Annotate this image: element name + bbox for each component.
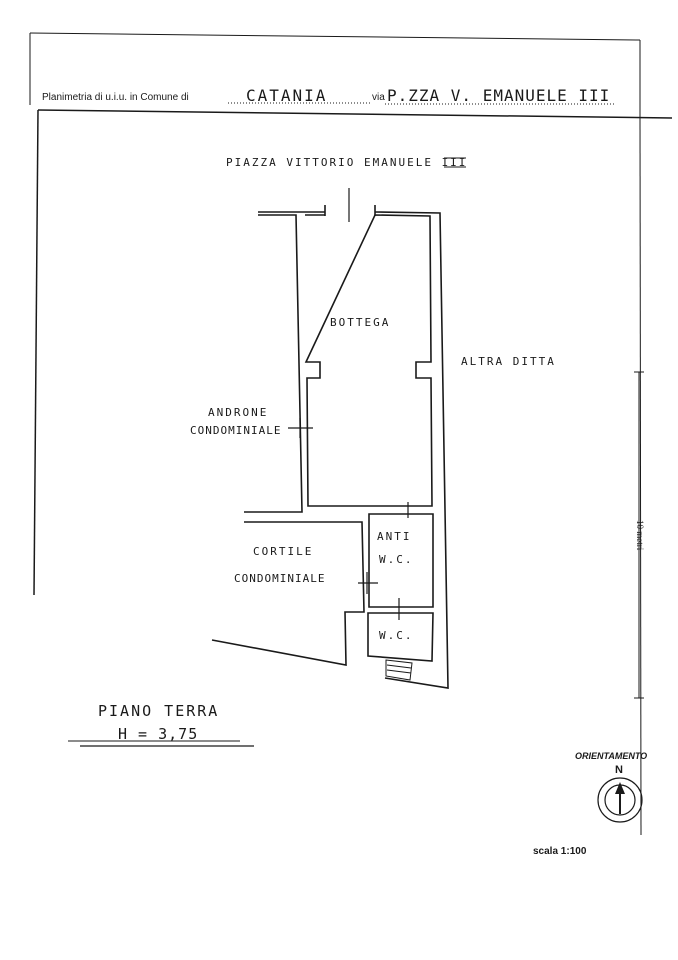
room-cortile-line2: CONDOMINIALE xyxy=(234,572,326,585)
scale-label: scala 1:100 xyxy=(533,846,587,857)
floor-label: PIANO TERRA xyxy=(98,702,220,720)
orientation-label: ORIENTAMENTO xyxy=(575,751,648,761)
frame-left-line xyxy=(33,109,39,596)
steps xyxy=(385,659,413,681)
room-androne-line2: CONDOMINIALE xyxy=(190,424,282,437)
anti-wc-walls xyxy=(368,513,434,608)
room-cortile-line1: CORTILE xyxy=(253,545,314,558)
outer-wall-right xyxy=(258,211,449,689)
north-label: N xyxy=(615,764,623,776)
room-wc: W.C. xyxy=(379,629,414,642)
header-prefix: Planimetria di u.i.u. in Comune di xyxy=(42,92,189,103)
header-comune: CATANIA xyxy=(246,86,328,105)
frame-right-line xyxy=(639,117,642,836)
room-bottega: BOTTEGA xyxy=(330,316,391,329)
header-via-label: via xyxy=(372,92,385,103)
height-label: H = 3,75 xyxy=(118,725,199,743)
room-altra-ditta: ALTRA DITTA xyxy=(461,355,556,368)
room-androne-line1: ANDRONE xyxy=(208,406,269,419)
outer-wall-left xyxy=(211,214,365,666)
room-antiwc-line1: ANTI xyxy=(377,530,412,543)
header-via-value: P.ZZA V. EMANUELE III xyxy=(387,86,611,105)
compass-arrow-icon xyxy=(615,782,625,794)
room-antiwc-line2: W.C. xyxy=(379,553,414,566)
frame-top-line xyxy=(29,32,641,41)
frame-header-line xyxy=(37,109,673,119)
scale-bar-label: 10 metri xyxy=(635,520,645,551)
bottega-walls xyxy=(304,214,433,507)
compass-outer-circle xyxy=(597,777,643,823)
street-label: PIAZZA VITTORIO EMANUELE III xyxy=(226,156,468,169)
wc-walls xyxy=(367,612,434,662)
